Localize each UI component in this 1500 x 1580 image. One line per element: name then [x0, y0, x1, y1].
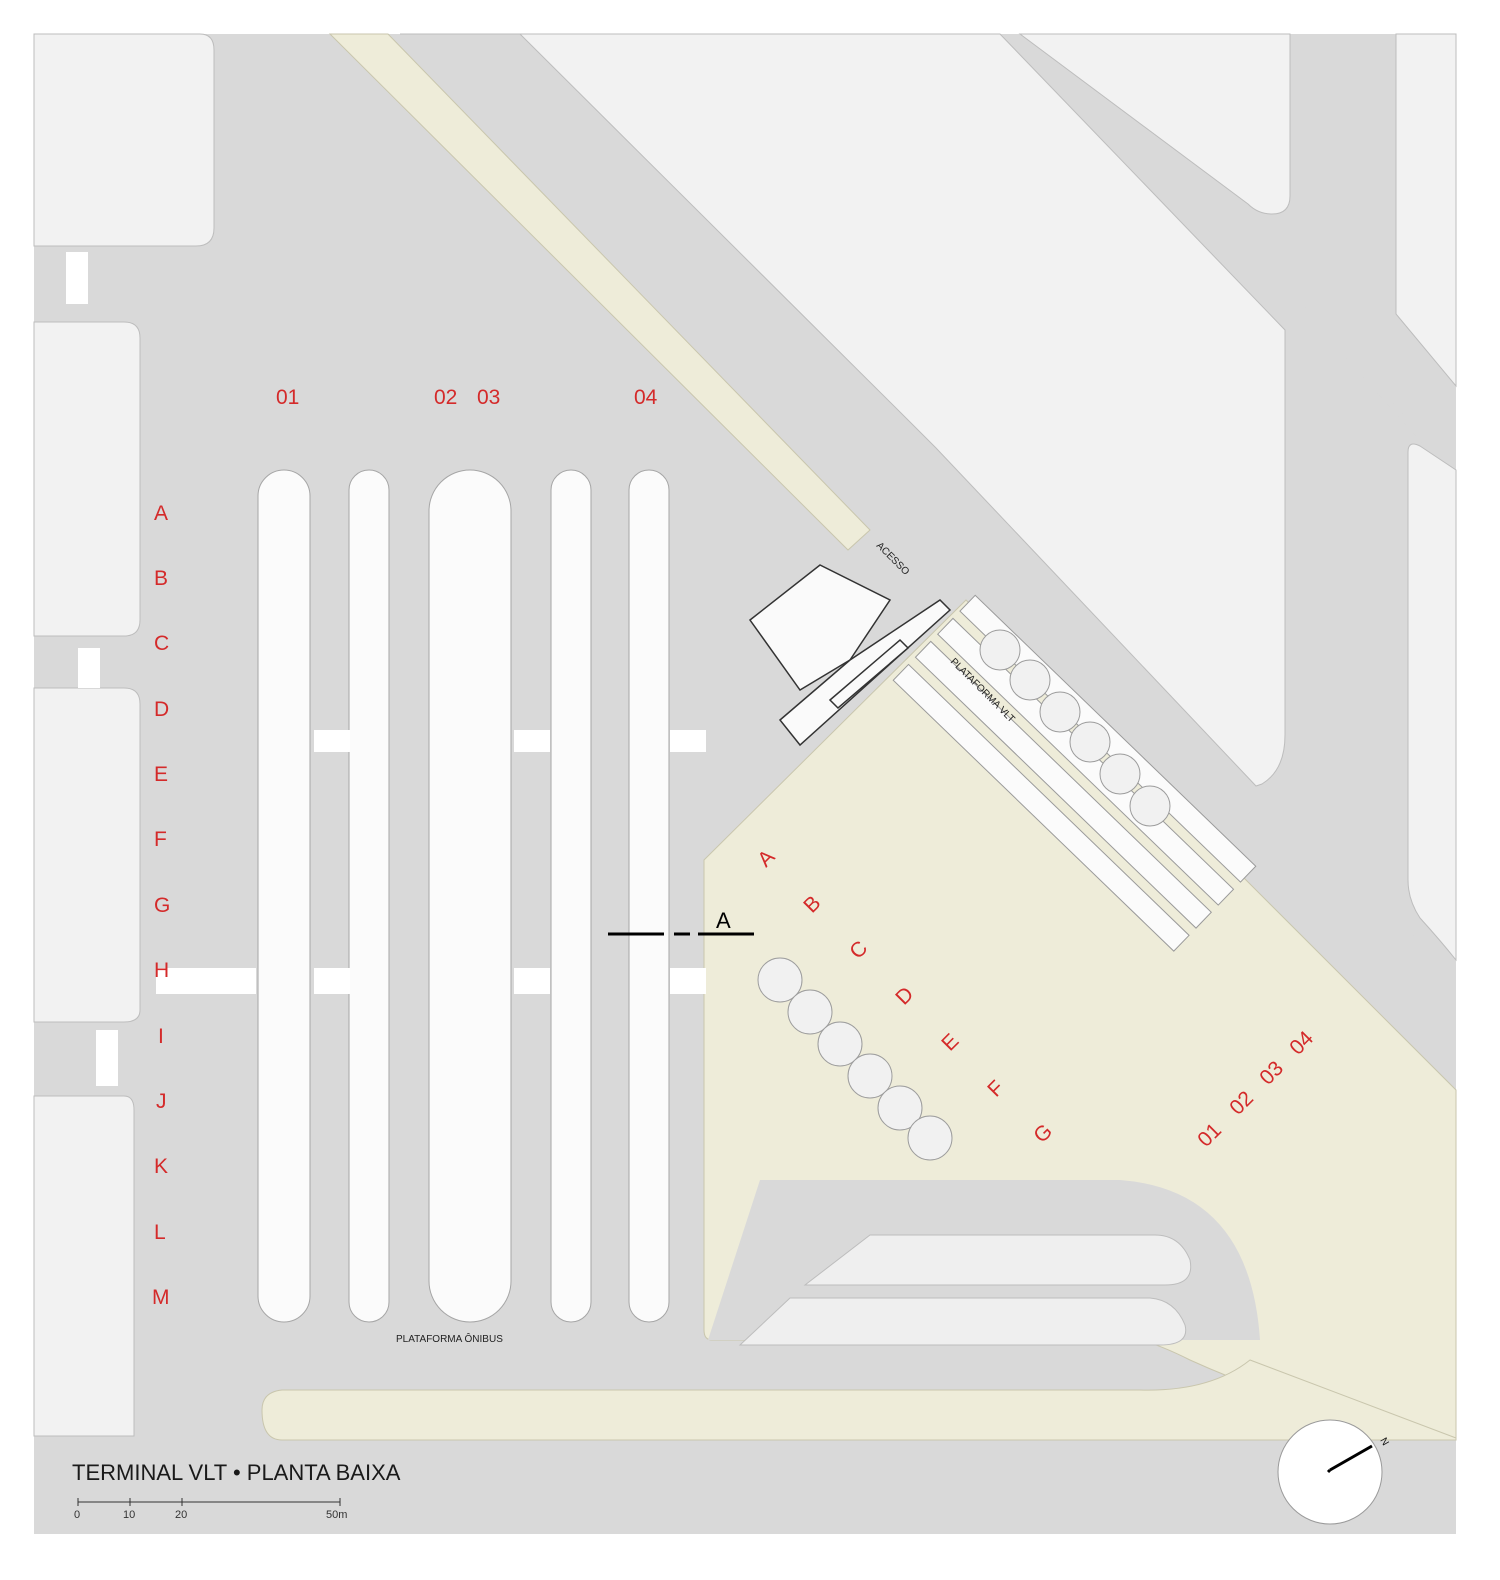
- north-label: N: [1377, 1436, 1390, 1448]
- trees: [757, 629, 1171, 1161]
- bus-platforms: [257, 469, 670, 1323]
- bus-row-label: J: [156, 1090, 167, 1113]
- bus-grid-rows: A B C D E F G H I J K L M: [152, 502, 170, 1309]
- scale-bar: [77, 1498, 341, 1506]
- station-building: [748, 564, 952, 747]
- bus-row-label: G: [154, 894, 170, 917]
- bus-col-label: 02: [434, 386, 457, 409]
- scale-tick-label: 0: [74, 1509, 80, 1521]
- scale-tick-label: 50m: [326, 1509, 347, 1521]
- bus-row-label: B: [154, 567, 168, 590]
- scale-tick-label: 20: [175, 1509, 187, 1521]
- bus-row-label: C: [154, 632, 169, 655]
- bus-row-label: E: [154, 763, 168, 786]
- north-arrow-icon: [1277, 1419, 1383, 1525]
- section-mark: A: [716, 908, 731, 933]
- bus-row-label: K: [154, 1155, 168, 1178]
- bus-row-label: F: [154, 828, 167, 851]
- scale-tick-label: 10: [123, 1509, 135, 1521]
- bus-col-label: 04: [634, 386, 658, 409]
- bus-row-label: H: [154, 959, 169, 982]
- drawing-title: TERMINAL VLT • PLANTA BAIXA: [72, 1460, 401, 1485]
- bus-col-label: 03: [477, 386, 500, 409]
- crosswalks: [66, 252, 706, 1086]
- plataforma-onibus-label: PLATAFORMA ÔNIBUS: [396, 1332, 503, 1345]
- bus-row-label: M: [152, 1286, 170, 1309]
- bus-row-label: D: [154, 698, 169, 721]
- bus-col-label: 01: [276, 386, 299, 409]
- city-blocks: [33, 33, 1457, 1437]
- bus-row-label: L: [154, 1221, 166, 1244]
- bus-row-label: I: [158, 1025, 164, 1048]
- parking-loop: [708, 1180, 1260, 1346]
- bus-grid-columns: 01 02 03 04: [276, 386, 658, 409]
- bus-row-label: A: [154, 502, 168, 525]
